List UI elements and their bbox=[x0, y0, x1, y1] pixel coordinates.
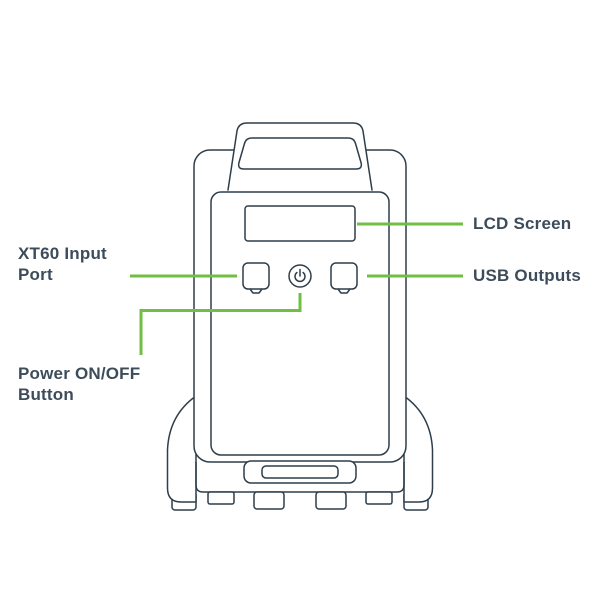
bottom-right-tab bbox=[365, 491, 393, 505]
label-usb-outputs: USB Outputs bbox=[473, 266, 581, 285]
callout-line-power-button bbox=[139, 293, 302, 355]
usb-port-shape bbox=[330, 262, 358, 290]
label-lcd-screen: LCD Screen bbox=[473, 214, 572, 233]
bottom-skirt bbox=[195, 461, 405, 493]
left-wheel-fender bbox=[166, 395, 197, 503]
center-right-foot bbox=[315, 491, 347, 510]
xt60-port-shape bbox=[242, 262, 270, 290]
handle-grip-slot bbox=[237, 137, 363, 170]
usb-port-clip bbox=[337, 288, 351, 294]
label-xt60-input-port: XT60 Input Port bbox=[18, 244, 107, 284]
center-left-foot bbox=[253, 491, 285, 510]
bottom-left-tab bbox=[207, 491, 235, 505]
front-panel bbox=[210, 191, 390, 456]
power-icon bbox=[294, 268, 306, 283]
callout-lines bbox=[130, 222, 463, 355]
right-wheel-fender bbox=[403, 395, 434, 503]
power-station-drawing bbox=[166, 122, 434, 511]
lcd-screen-shape bbox=[244, 205, 356, 242]
label-power-button: Power ON/OFF Button bbox=[18, 364, 141, 404]
bottom-recess-inner bbox=[261, 465, 339, 479]
xt60-port-clip bbox=[249, 288, 263, 294]
